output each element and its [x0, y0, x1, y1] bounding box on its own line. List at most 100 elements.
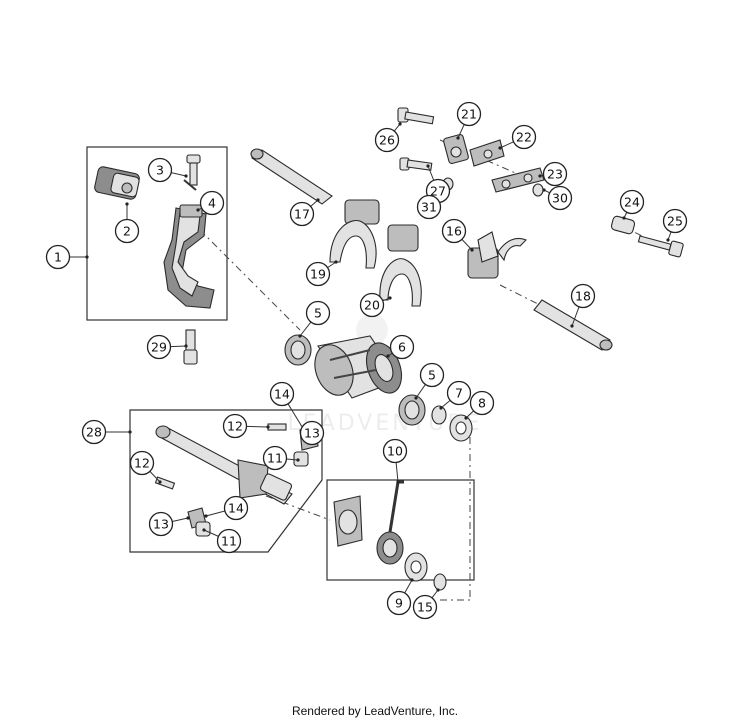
callout-circle	[269, 381, 295, 407]
leader-dot-15	[436, 588, 440, 592]
callout-circle	[146, 334, 172, 360]
callout-number: 1	[54, 250, 62, 265]
part-21	[443, 133, 469, 165]
leader-line-7	[440, 399, 451, 409]
callout-6: 6	[389, 334, 415, 360]
callout-28: 28	[81, 419, 107, 445]
callout-19: 19	[305, 261, 331, 287]
callout-number: 21	[461, 107, 477, 122]
callout-number: 2	[123, 224, 131, 239]
callout-21: 21	[456, 101, 482, 127]
pin-12-lower	[154, 476, 176, 490]
leader-dot-25	[666, 238, 670, 242]
leader-dot-28	[128, 430, 132, 434]
callout-circle	[45, 244, 71, 270]
callout-8: 8	[469, 390, 495, 416]
leader-line-17	[310, 199, 319, 207]
guide-line	[249, 489, 331, 521]
shift-lever	[94, 166, 215, 309]
callout-number: 13	[304, 426, 320, 441]
leader-line-9	[404, 579, 413, 594]
callout-number: 18	[575, 289, 591, 304]
callout-number: 6	[398, 340, 406, 355]
leader-dot-20	[388, 296, 392, 300]
callout-2: 2	[114, 218, 140, 244]
callout-circle	[542, 161, 568, 187]
callout-circle	[199, 190, 225, 216]
callout-5: 5	[305, 300, 331, 326]
callout-circle	[619, 189, 645, 215]
callout-16: 16	[441, 218, 467, 244]
callout-circle	[299, 420, 325, 446]
spring-group-box	[326, 479, 475, 581]
leader-dot-30	[542, 188, 546, 192]
callout-number: 5	[428, 368, 436, 383]
callout-10: 10	[382, 438, 408, 464]
callout-number: 27	[430, 184, 446, 199]
callout-circle	[222, 413, 248, 439]
callout-11: 11	[216, 528, 242, 554]
callout-circle	[469, 390, 495, 416]
callout-circle	[386, 590, 412, 616]
guide-line	[499, 284, 541, 306]
callout-circle	[147, 157, 173, 183]
part-23	[491, 167, 545, 193]
callout-12: 12	[129, 450, 155, 476]
callout-number: 12	[227, 419, 243, 434]
callout-circle	[389, 334, 415, 360]
leader-lines	[69, 122, 672, 599]
callout-number: 12	[134, 456, 150, 471]
callout-number: 28	[86, 425, 102, 440]
callout-circle	[547, 185, 573, 211]
shift-fork-16	[467, 231, 527, 279]
leader-dot-14	[204, 514, 208, 518]
leader-line-18	[571, 306, 580, 327]
leader-dot-13	[186, 516, 190, 520]
callout-25: 25	[662, 208, 688, 234]
leader-dot-29	[184, 344, 188, 348]
leader-dot-24	[622, 216, 626, 220]
leader-dot-10	[396, 480, 400, 484]
callout-29: 29	[146, 334, 172, 360]
leader-dot-8	[464, 416, 468, 420]
callout-circle	[446, 380, 472, 406]
spring-assembly	[333, 480, 404, 565]
leader-line-22	[499, 141, 514, 149]
callout-number: 11	[221, 534, 237, 549]
bolt-29	[183, 329, 198, 365]
callouts: 1234565789101111121213131414151617181920…	[45, 101, 688, 620]
callout-14: 14	[269, 381, 295, 407]
callout-23: 23	[542, 161, 568, 187]
leader-dot-26	[398, 122, 402, 126]
leader-dot-27	[426, 164, 430, 168]
callout-circle	[662, 208, 688, 234]
callout-number: 20	[364, 298, 380, 313]
callout-18: 18	[570, 283, 596, 309]
lever-group-box	[86, 146, 228, 321]
callout-circle	[359, 292, 385, 318]
callout-9: 9	[386, 590, 412, 616]
footer-credit: Rendered by LeadVenture, Inc.	[291, 704, 459, 718]
callout-24: 24	[619, 189, 645, 215]
callout-number: 3	[156, 163, 164, 178]
leader-dot-16	[470, 248, 474, 252]
leader-dot-1	[85, 255, 89, 259]
callout-11: 11	[262, 445, 288, 471]
leader-line-10	[395, 462, 399, 483]
leader-line-16	[461, 239, 473, 251]
callout-circle	[81, 419, 107, 445]
bolt-26	[397, 107, 435, 125]
callout-number: 23	[547, 167, 563, 182]
leader-line-11	[286, 458, 299, 461]
callout-circle	[419, 362, 445, 388]
leader-dot-22	[498, 146, 502, 150]
callout-3: 3	[147, 157, 173, 183]
leader-line-14	[287, 403, 305, 431]
callout-14: 14	[223, 495, 249, 521]
bolt-27	[399, 157, 433, 171]
callout-number: 7	[455, 386, 463, 401]
bolt-25	[637, 235, 684, 258]
callout-17: 17	[289, 201, 315, 227]
callout-7: 7	[446, 380, 472, 406]
